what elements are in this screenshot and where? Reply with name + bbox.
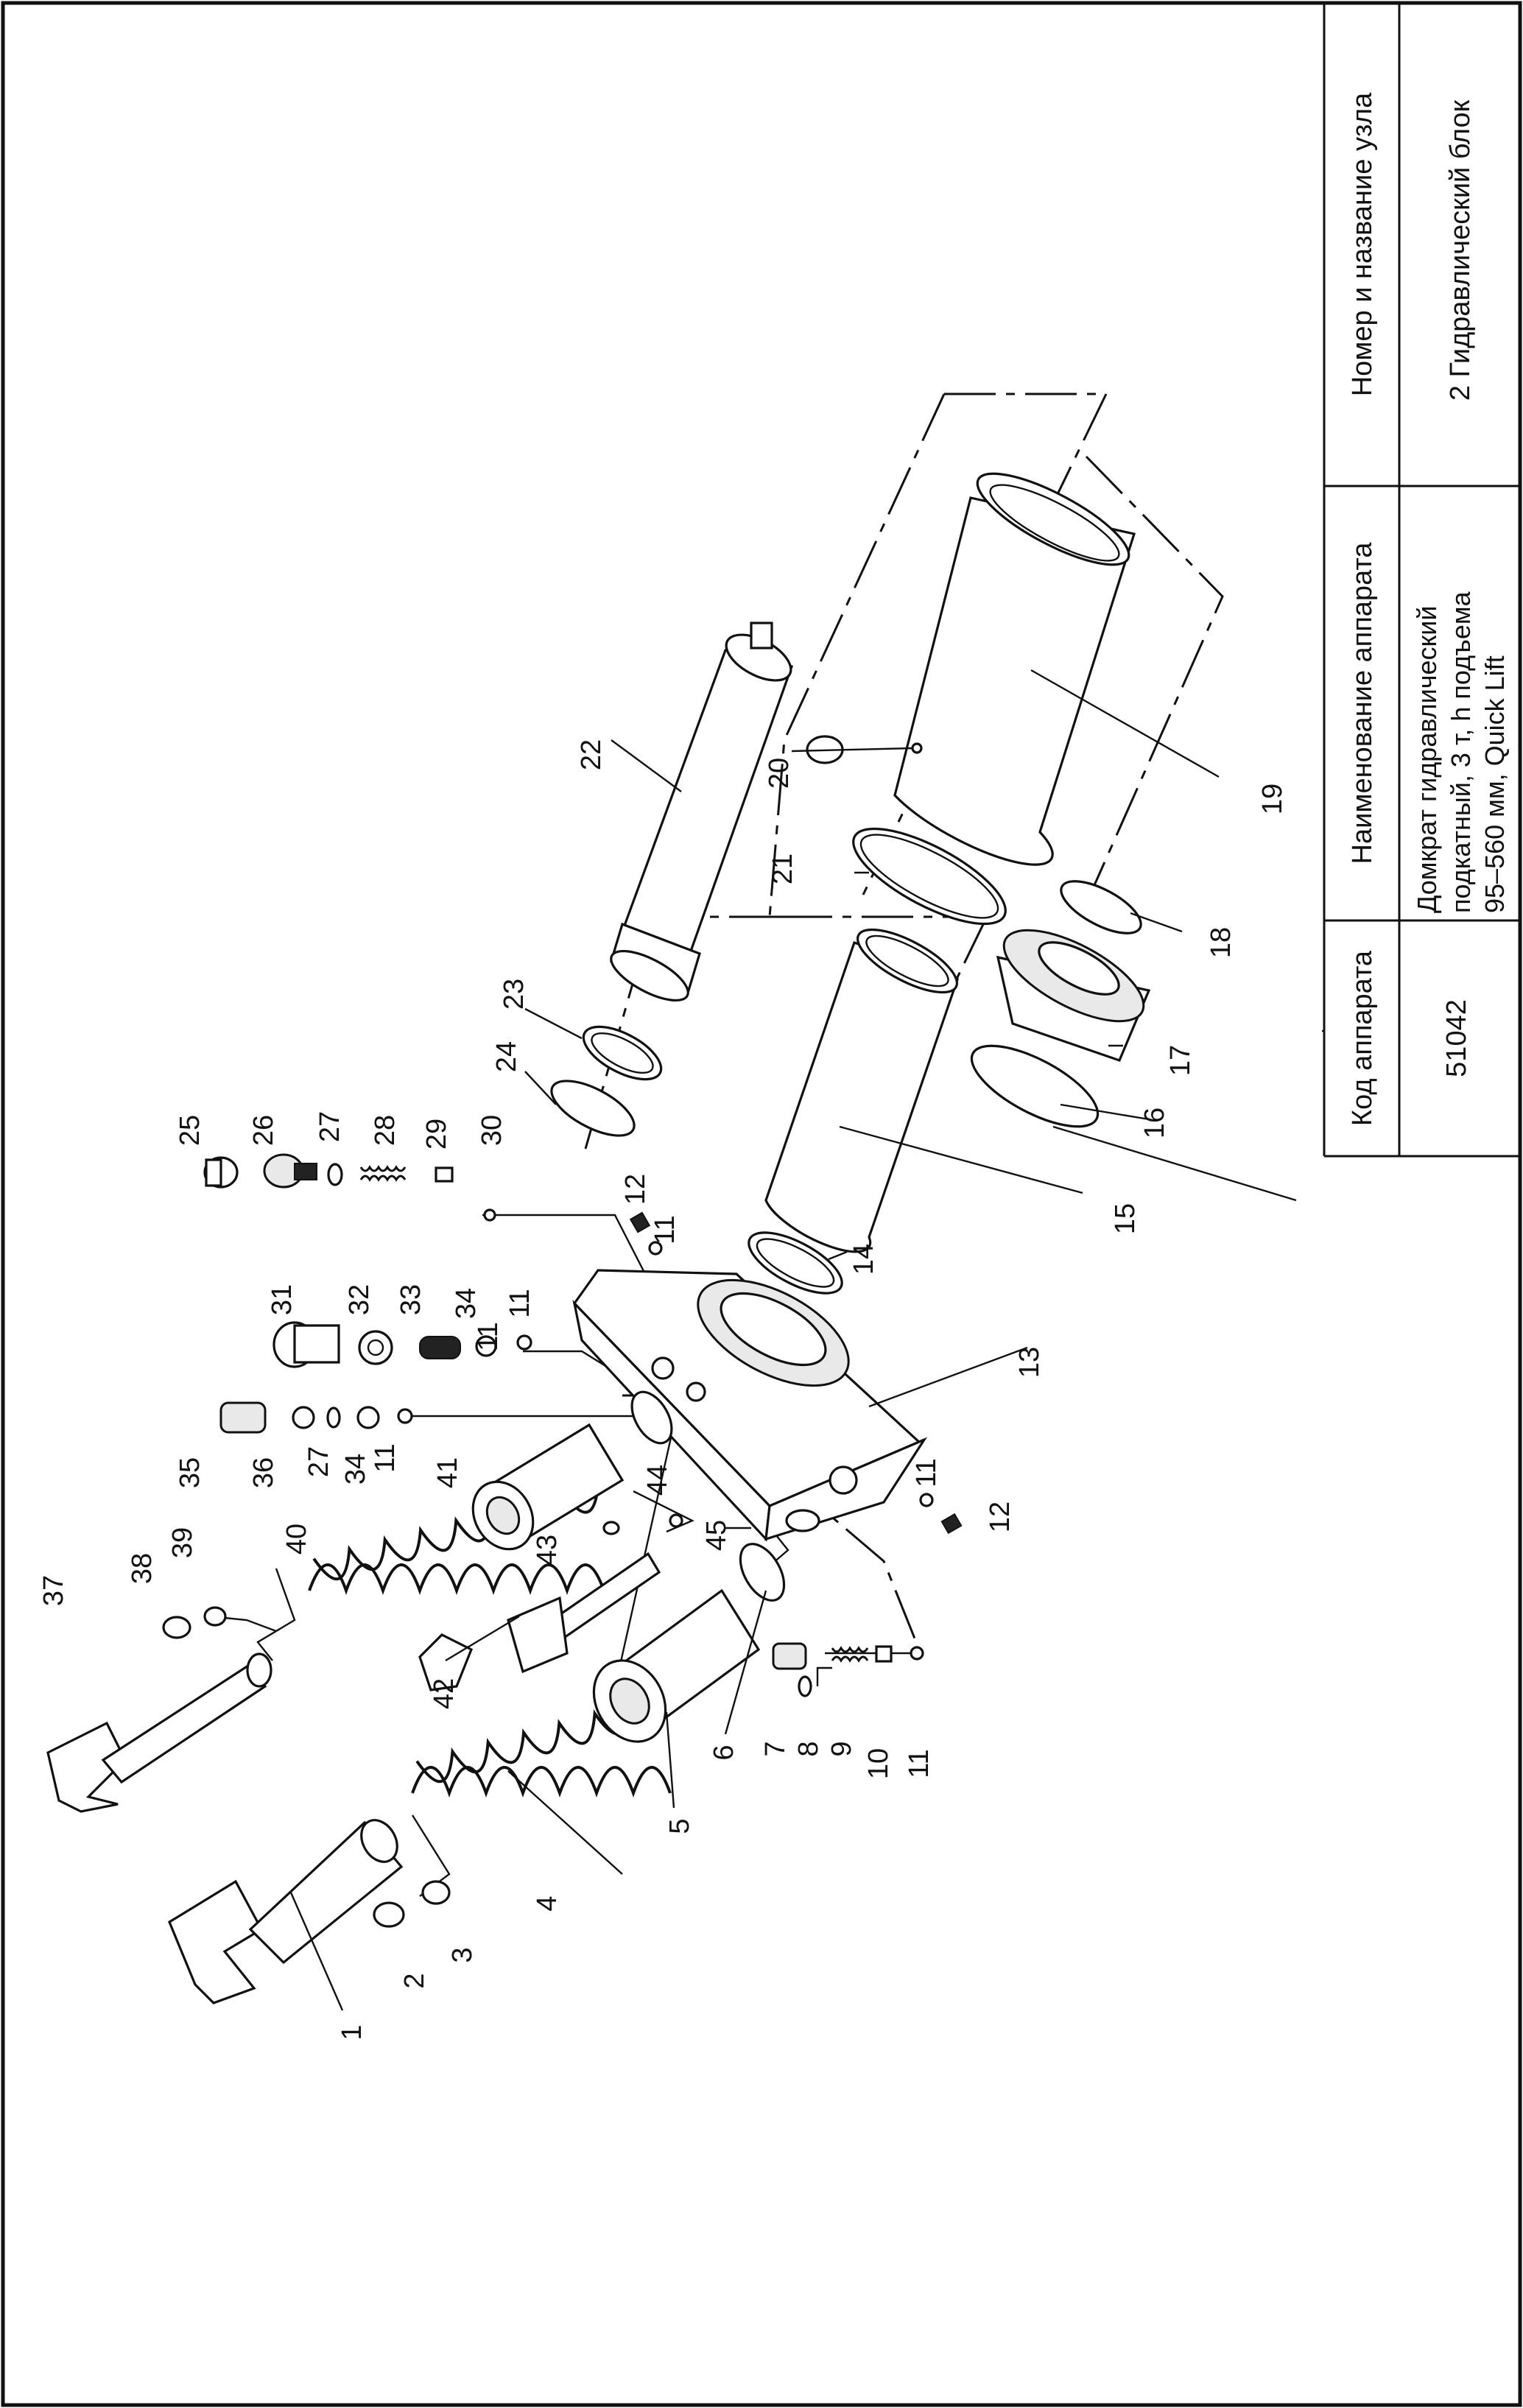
callout-9: 9 (826, 1741, 857, 1756)
part-13-valve-block (572, 1269, 928, 1542)
callout-22: 22 (576, 739, 607, 770)
code-header: Код аппарата (1347, 950, 1378, 1126)
valve-row-lower (219, 1401, 380, 1434)
callout-numbers: 1 2 3 4 5 6 7 8 9 10 11 11 11 11 11 11 1… (38, 739, 1288, 2041)
callout-32: 32 (344, 1284, 375, 1315)
callout-23: 23 (499, 979, 530, 1010)
name-header: Наименование аппарата (1347, 542, 1378, 865)
callout-31: 31 (267, 1284, 298, 1315)
callout-25: 25 (175, 1115, 205, 1146)
part-17-nut (996, 929, 1151, 1063)
valve-row-middle (272, 1321, 497, 1368)
part-21-o-ring (852, 827, 1007, 926)
callout-38: 38 (127, 1553, 158, 1584)
callout-5: 5 (664, 1818, 695, 1834)
callout-39: 39 (167, 1527, 198, 1558)
callout-24: 24 (491, 1041, 522, 1072)
callout-34-a: 34 (451, 1288, 482, 1319)
callout-29: 29 (421, 1119, 452, 1150)
callout-34-b: 34 (340, 1454, 371, 1485)
callout-11-b: 11 (911, 1458, 942, 1487)
callout-27-b: 27 (303, 1446, 334, 1477)
callout-4: 4 (532, 1895, 563, 1911)
part-44-ring (630, 1390, 673, 1445)
unit-value: 2 Гидравлический блок (1445, 99, 1476, 401)
callout-41: 41 (432, 1457, 463, 1488)
callout-35: 35 (175, 1457, 205, 1488)
callout-27-a: 27 (314, 1111, 345, 1142)
title-block: Код аппарата Наименование аппарата Номер… (1323, 3, 1520, 1158)
callout-36: 36 (248, 1457, 279, 1488)
part-19-cylinder-tube (893, 472, 1136, 866)
callout-12-b: 12 (985, 1502, 1016, 1532)
part-42-linkage (418, 1552, 661, 1691)
callout-leaders (289, 669, 1324, 2011)
callout-40: 40 (281, 1524, 312, 1555)
code-value: 51042 (1441, 999, 1472, 1077)
callout-42: 42 (429, 1678, 460, 1709)
name-value-line3: 95–560 мм, Quick Lift (1480, 655, 1510, 913)
callout-15: 15 (1110, 1203, 1141, 1234)
part-22-piston-rod (610, 622, 794, 1002)
callout-11-f: 11 (473, 1322, 504, 1351)
callout-45: 45 (701, 1520, 732, 1551)
part-41-pump-barrel (471, 1423, 625, 1551)
part-23-ring (582, 1025, 663, 1081)
callout-37: 37 (38, 1575, 69, 1606)
callout-10: 10 (863, 1748, 894, 1779)
callout-14: 14 (848, 1244, 879, 1275)
valve-row-right (772, 1642, 893, 1697)
part-5-pump-barrel (592, 1588, 761, 1743)
part-14-ring (748, 1231, 843, 1295)
callout-44: 44 (642, 1465, 673, 1496)
valve-row-top (203, 1153, 454, 1189)
name-value-line2: подкатный, 3 т, h подъема (1446, 591, 1476, 913)
small-parts (397, 1208, 963, 1661)
callout-11-d: 11 (504, 1289, 535, 1317)
callout-26: 26 (248, 1115, 279, 1146)
callout-20: 20 (764, 758, 795, 789)
callout-18: 18 (1206, 927, 1237, 958)
callout-1: 1 (337, 2024, 367, 2040)
callout-13: 13 (1014, 1347, 1045, 1378)
name-value-line1: Домкрат гидравлический (1412, 606, 1442, 914)
callout-17: 17 (1165, 1045, 1196, 1076)
callout-11-a: 11 (904, 1749, 935, 1778)
callout-12-a: 12 (620, 1174, 651, 1205)
callout-7: 7 (760, 1741, 791, 1756)
part-1-handle-socket (168, 1819, 404, 2004)
callout-6: 6 (708, 1745, 739, 1760)
part-6-ring (739, 1543, 786, 1602)
callout-19: 19 (1257, 784, 1288, 814)
callout-28: 28 (370, 1115, 401, 1146)
callout-11-c: 11 (650, 1215, 680, 1244)
callout-2: 2 (399, 1973, 430, 1988)
callout-30: 30 (476, 1115, 507, 1146)
callout-3: 3 (447, 1947, 478, 1962)
part-18-ring (1060, 880, 1142, 934)
callout-11-e: 11 (370, 1443, 401, 1472)
part-15-inner-cylinder (764, 928, 960, 1253)
callout-21: 21 (767, 853, 798, 884)
callout-43: 43 (532, 1535, 563, 1566)
callout-8: 8 (793, 1741, 824, 1756)
part-24-ring (550, 1080, 636, 1137)
callout-16: 16 (1139, 1108, 1170, 1138)
part-37-handle-socket (46, 1652, 272, 1813)
callout-33: 33 (395, 1284, 426, 1315)
unit-header: Номер и название узла (1347, 92, 1378, 396)
